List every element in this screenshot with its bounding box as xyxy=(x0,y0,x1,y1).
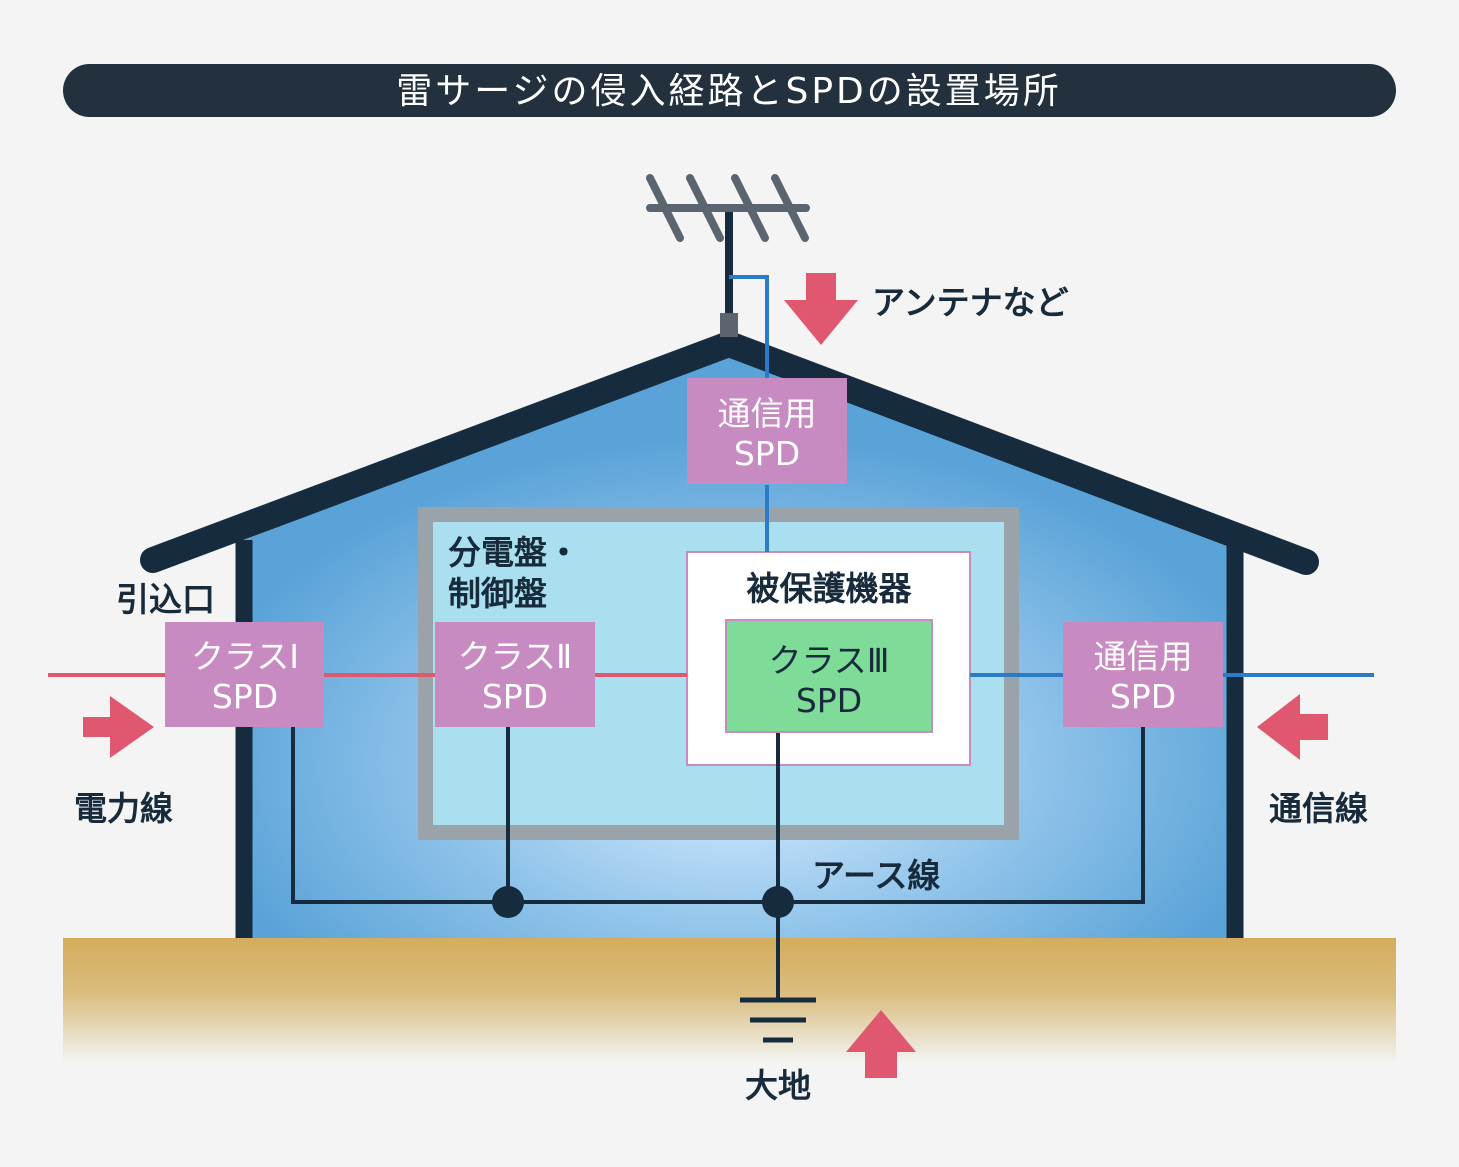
class3-spd-line1: クラスⅢ xyxy=(768,641,889,680)
comm-spd-right-line2: SPD xyxy=(1110,677,1176,716)
ground-label: 大地 xyxy=(745,1066,811,1105)
comm-spd-top-line1: 通信用 xyxy=(718,394,817,433)
roof xyxy=(140,330,1319,575)
antenna-cable xyxy=(729,275,769,385)
power-line-label: 電力線 xyxy=(74,789,173,828)
class3-spd: クラスⅢ SPD xyxy=(725,619,933,733)
comm-spd-top: 通信用 SPD xyxy=(687,378,847,484)
surge-arrow-icon xyxy=(83,696,154,758)
earth-wire xyxy=(291,727,1145,1000)
class1-spd: クラスⅠ SPD xyxy=(165,622,324,727)
class1-spd-line1: クラスⅠ xyxy=(191,637,299,676)
antenna-icon xyxy=(646,174,810,337)
entry-point-label: 引込口 xyxy=(116,580,215,619)
panel-label-line2: 制御盤 xyxy=(448,574,547,613)
class2-spd: クラスⅡ SPD xyxy=(435,622,595,727)
comm-spd-top-line2: SPD xyxy=(734,434,800,473)
earth-node-1 xyxy=(492,886,524,918)
surge-arrow-icon xyxy=(784,273,858,345)
comm-line xyxy=(765,485,1374,677)
class1-spd-line2: SPD xyxy=(212,677,278,716)
comm-spd-right: 通信用 SPD xyxy=(1063,622,1223,727)
protected-equipment-label: 被保護機器 xyxy=(747,569,913,608)
ground-area xyxy=(63,938,1396,1063)
class2-spd-line1: クラスⅡ xyxy=(458,637,573,676)
surge-arrow-icon xyxy=(1257,694,1328,760)
comm-spd-right-line1: 通信用 xyxy=(1094,637,1193,676)
title-bar: 雷サージの侵入経路とSPDの設置場所 xyxy=(63,64,1396,117)
comm-line-label: 通信線 xyxy=(1269,789,1368,828)
page-title: 雷サージの侵入経路とSPDの設置場所 xyxy=(396,71,1062,112)
class3-spd-line2: SPD xyxy=(796,681,862,720)
ground-symbol-icon xyxy=(740,997,816,1043)
surge-arrow-icon xyxy=(846,1010,916,1078)
antenna-label: アンテナなど xyxy=(872,283,1069,322)
earth-wire-label: アース線 xyxy=(812,856,940,895)
earth-node-2 xyxy=(762,886,794,918)
panel-label-line1: 分電盤・ xyxy=(448,533,580,572)
class2-spd-line2: SPD xyxy=(482,677,548,716)
